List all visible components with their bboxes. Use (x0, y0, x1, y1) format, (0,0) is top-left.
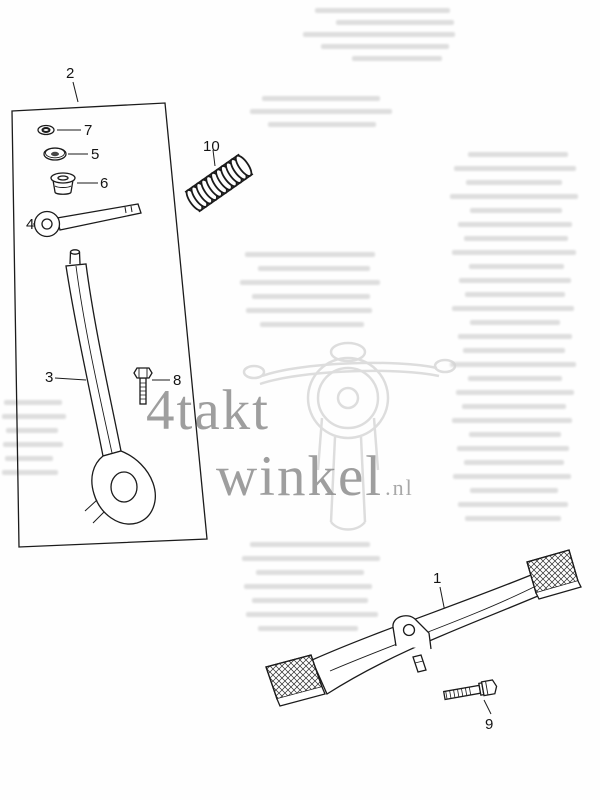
bleed-line (464, 460, 564, 465)
part-3-brake-arm (65, 249, 156, 525)
bleed-line (245, 252, 375, 257)
bleed-line (469, 432, 561, 437)
part-8-bolt (133, 367, 153, 405)
bleed-line (453, 474, 571, 479)
bleed-line (244, 584, 372, 589)
callout-8: 8 (173, 372, 182, 389)
bleed-line (468, 376, 562, 381)
bleed-line (459, 278, 571, 283)
bleed-line (315, 8, 450, 13)
bleed-line (469, 264, 564, 269)
bleed-line (303, 32, 455, 37)
bleed-line (240, 280, 380, 285)
part-10-spring (184, 153, 254, 213)
bleed-line (352, 56, 442, 61)
bleed-line (465, 292, 565, 297)
bleed-line (252, 294, 370, 299)
bleed-line (252, 598, 368, 603)
watermark-word-2: winkel.nl (216, 448, 414, 505)
callout-9: 9 (485, 716, 494, 733)
callout-5: 5 (91, 146, 100, 163)
part-1-brake-pedal (265, 549, 582, 707)
bleed-line (268, 122, 376, 127)
bleed-line (2, 414, 66, 419)
bleed-line (3, 442, 63, 447)
bleed-line (258, 626, 358, 631)
bleed-line (470, 208, 562, 213)
bleed-line (336, 20, 454, 25)
part-6-bushing (50, 172, 76, 195)
bleed-line (258, 266, 370, 271)
bleed-line (463, 348, 565, 353)
bleed-line (458, 502, 568, 507)
bleed-line (246, 612, 378, 617)
bleed-line (4, 400, 62, 405)
bleed-line (5, 456, 53, 461)
bleed-line (470, 320, 560, 325)
bleed-line (466, 180, 562, 185)
callout-1: 1 (433, 570, 442, 587)
callout-7: 7 (84, 122, 93, 139)
bleed-line (450, 362, 576, 367)
assembly-box-outline (11, 102, 208, 548)
bleed-line (450, 194, 578, 199)
callout-6: 6 (100, 175, 109, 192)
bleed-line (454, 166, 576, 171)
bleed-line (464, 236, 568, 241)
bleed-line (452, 250, 576, 255)
callout-3: 3 (45, 369, 54, 386)
watermark-suffix: .nl (385, 475, 414, 500)
bleed-line (256, 570, 364, 575)
bleed-line (452, 418, 572, 423)
bleed-line (250, 109, 392, 114)
part-7-snap-washer (37, 124, 55, 136)
bleed-line (242, 556, 380, 561)
bleed-line (260, 322, 364, 327)
watermark-word-2-text: winkel (216, 445, 384, 508)
bleed-line (456, 390, 574, 395)
bleed-line (246, 308, 372, 313)
bleed-line (321, 44, 449, 49)
bleed-line (457, 446, 569, 451)
bleed-line (468, 152, 568, 157)
watermark-word-1: 4takt (146, 379, 270, 442)
bleed-line (250, 542, 370, 547)
bleed-line (462, 404, 566, 409)
bleed-line (465, 516, 561, 521)
callout-10: 10 (203, 138, 220, 155)
bleed-line (6, 428, 58, 433)
bleed-line (458, 334, 572, 339)
bleed-line (262, 96, 380, 101)
part-4-joint-arm (33, 203, 142, 238)
bleed-line (452, 306, 574, 311)
callout-4: 4 (26, 216, 35, 233)
part-9-bolt (442, 679, 498, 701)
part-5-washer (43, 147, 67, 161)
callout-2: 2 (66, 65, 75, 82)
bleed-line (458, 222, 572, 227)
bleed-line (470, 488, 558, 493)
bleed-line (2, 470, 58, 475)
